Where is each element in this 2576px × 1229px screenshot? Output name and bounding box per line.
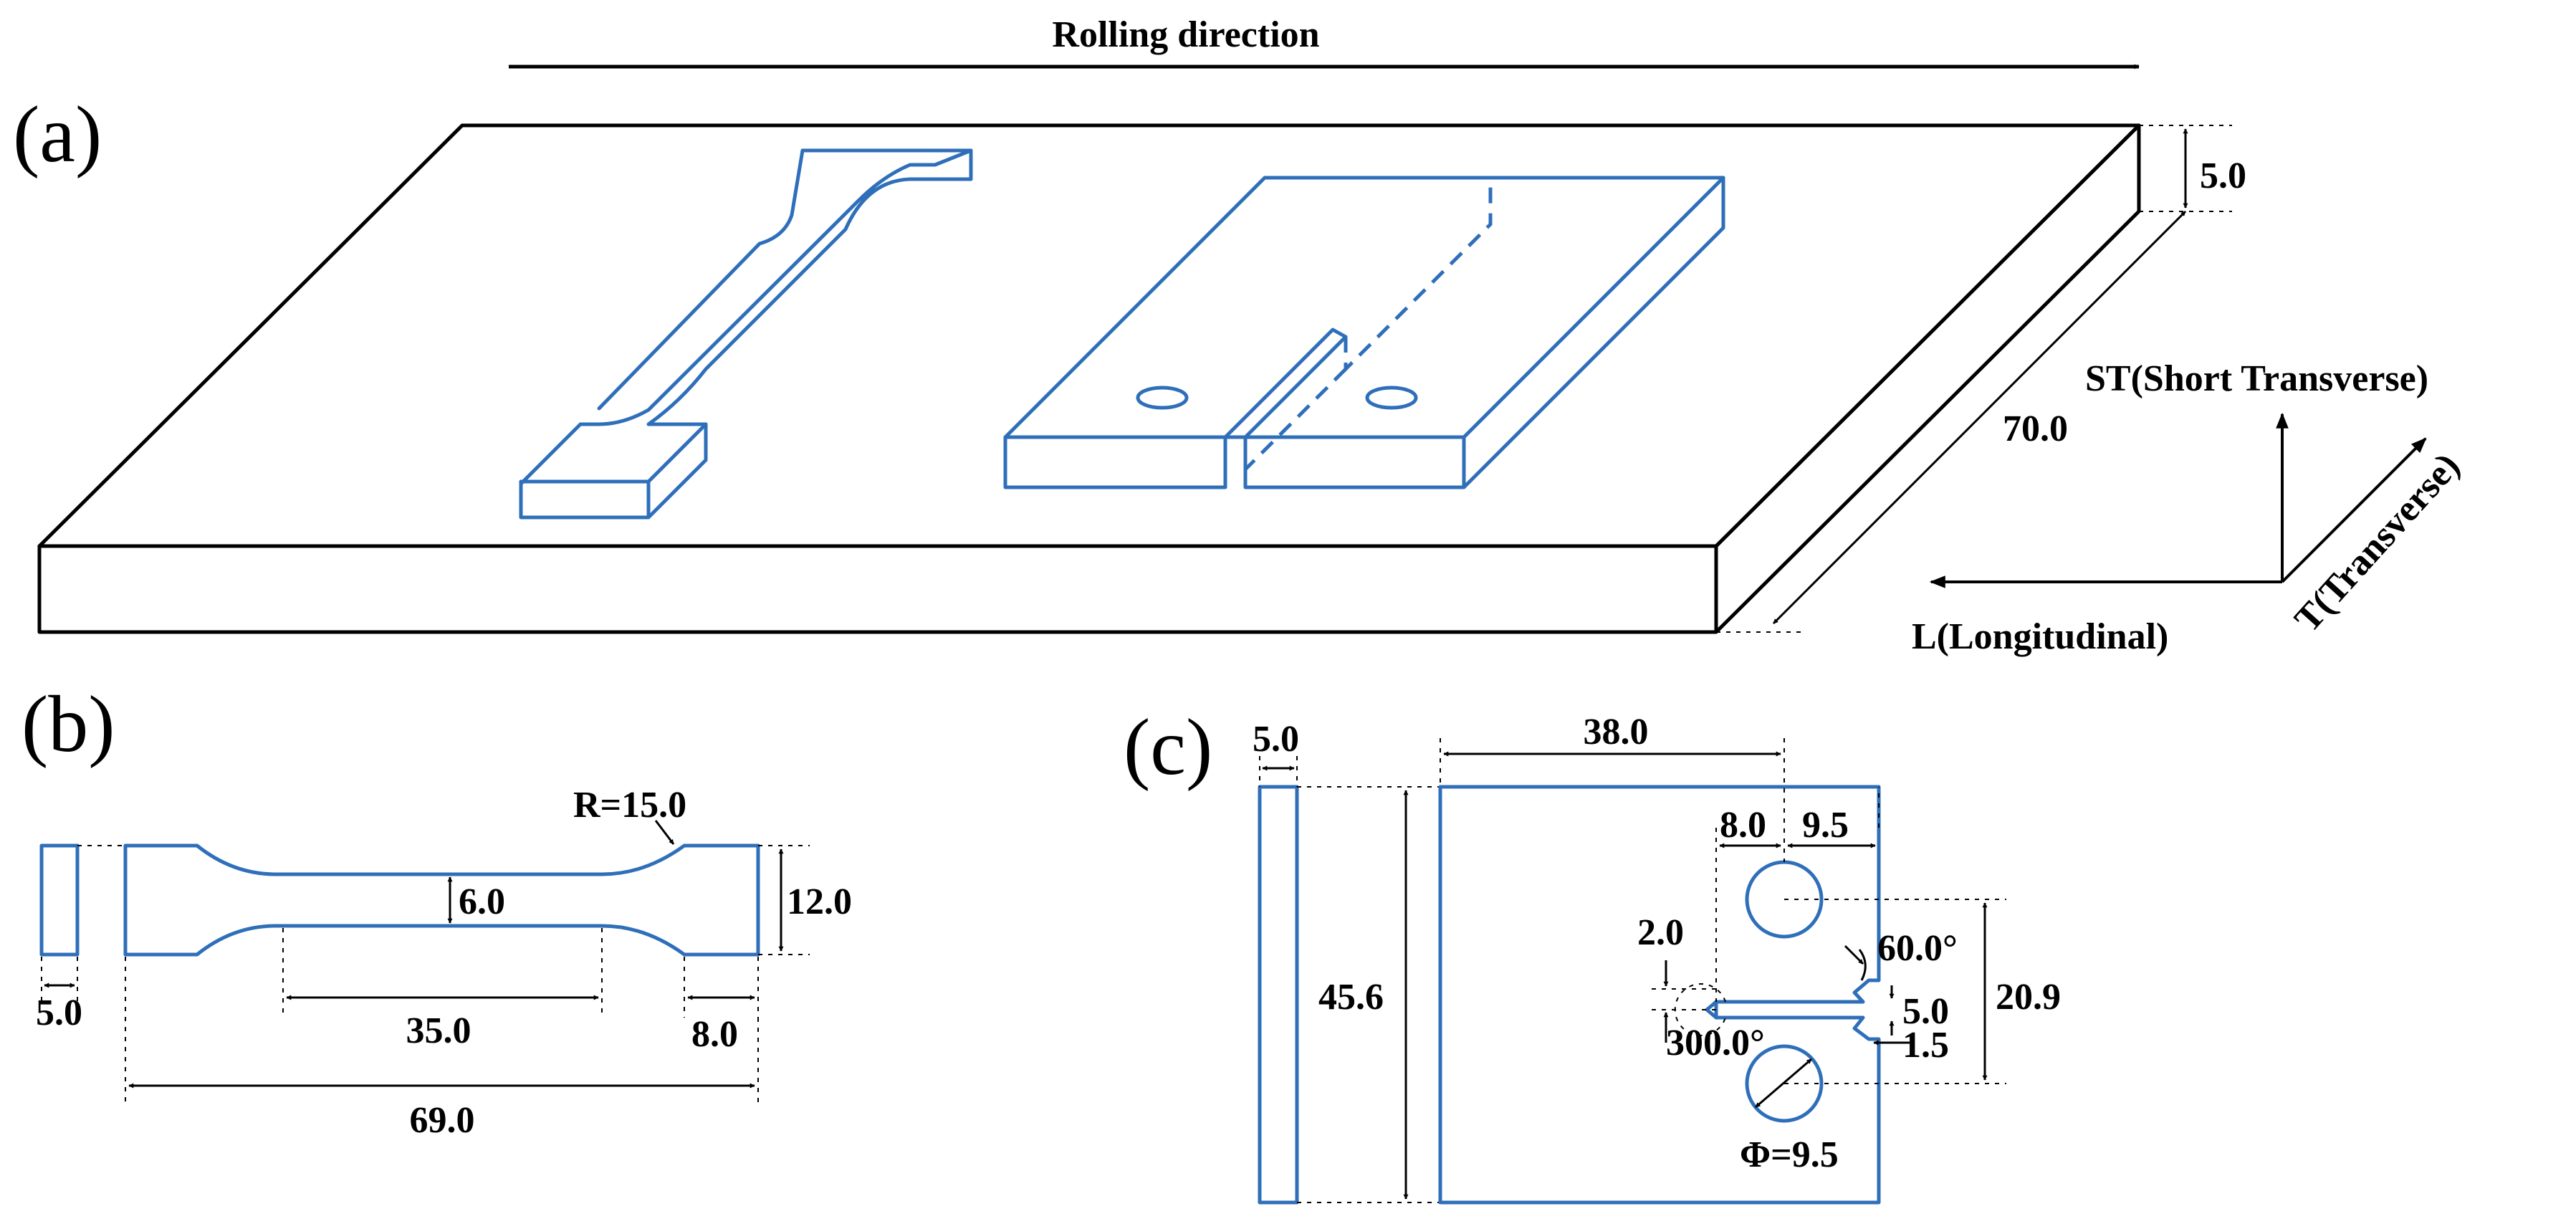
ct-d8-label: 8.0 — [1720, 805, 1766, 846]
tensile-specimen-on-plate — [519, 148, 973, 520]
axis-st-label: ST(Short Transverse) — [2085, 358, 2428, 399]
ct-side-view: 5.0 — [1253, 719, 1440, 1205]
ct-thickness-label: 5.0 — [1253, 719, 1299, 760]
radius-label: R=15.0 — [573, 785, 686, 826]
tensile-side-view: 5.0 — [36, 843, 125, 1033]
tensile-thickness-label: 5.0 — [36, 993, 82, 1033]
plate-thickness-dim: 5.0 — [2139, 125, 2246, 212]
plate — [37, 123, 2141, 634]
ct-front-view: 38.0 45.6 8.0 9.5 2.0 300.0° 60.0° 5.0 2… — [1318, 712, 2061, 1205]
gauge-length-label: 35.0 — [406, 1010, 471, 1051]
ct-d95-label: 9.5 — [1802, 805, 1849, 846]
ct-width-label: 38.0 — [1584, 712, 1649, 752]
plate-width-dim: 70.0 — [1716, 210, 2187, 633]
grip-length-label: 8.0 — [691, 1014, 738, 1055]
axis-t-label: T(Transverse) — [2287, 446, 2468, 640]
ct-specimen-on-plate — [1003, 176, 1725, 489]
tensile-front-view: 12.0 6.0 R=15.0 35.0 8.0 69.0 — [123, 785, 852, 1141]
ct-notch-label: 5.0 — [1902, 991, 1949, 1032]
ct-height-label: 45.6 — [1318, 977, 1384, 1018]
plate-width-label: 70.0 — [2003, 408, 2068, 449]
ct-angle-300-label: 300.0° — [1666, 1023, 1765, 1063]
total-length-label: 69.0 — [410, 1100, 475, 1141]
ct-angle-60-label: 60.0° — [1877, 928, 1958, 969]
ct-hole-dia-label: Φ=9.5 — [1740, 1134, 1839, 1175]
panel-label-a: (a) — [13, 90, 102, 179]
panel-label-c: (c) — [1124, 703, 1212, 792]
ct-hole-span-label: 20.9 — [1996, 977, 2061, 1018]
rolling-direction-label: Rolling direction — [1052, 14, 1319, 55]
plate-thickness-label: 5.0 — [2200, 156, 2246, 196]
panel-label-b: (b) — [21, 680, 115, 769]
ct-d15-label: 1.5 — [1902, 1025, 1949, 1066]
axis-l-label: L(Longitudinal) — [1912, 616, 2168, 657]
gauge-width-label: 6.0 — [459, 881, 505, 922]
ct-d2-label: 2.0 — [1637, 912, 1684, 953]
grip-width-label: 12.0 — [787, 881, 852, 922]
